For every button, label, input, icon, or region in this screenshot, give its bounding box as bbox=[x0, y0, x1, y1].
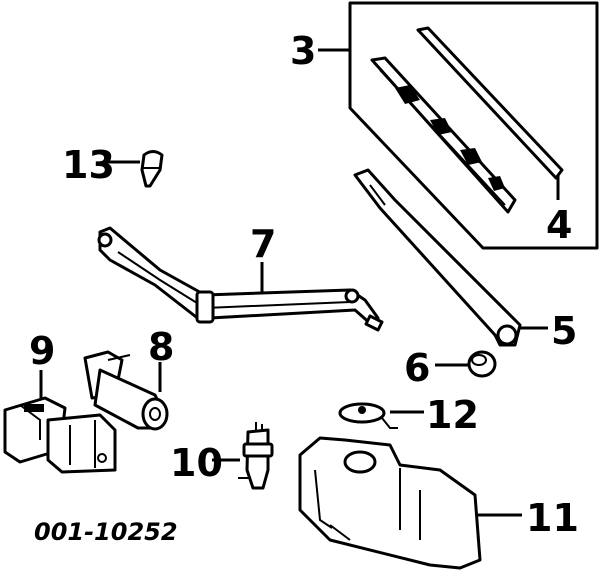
pivot-cap bbox=[467, 350, 497, 378]
wiper-arm bbox=[353, 168, 522, 347]
washer-reservoir bbox=[298, 436, 482, 570]
callout-12: 12 bbox=[426, 393, 479, 437]
wiper-linkage bbox=[97, 226, 384, 332]
callout-5: 5 bbox=[551, 309, 577, 353]
washer-pump-motor bbox=[83, 350, 169, 431]
reservoir-cap bbox=[338, 402, 398, 429]
wiper-motor bbox=[3, 396, 117, 474]
wiper-blade-box bbox=[348, 1, 599, 250]
callout-9: 9 bbox=[29, 329, 55, 373]
callout-13: 13 bbox=[62, 143, 115, 187]
callout-3: 3 bbox=[290, 29, 316, 73]
washer-nozzle bbox=[140, 150, 164, 188]
callout-8: 8 bbox=[148, 325, 174, 369]
callout-7: 7 bbox=[250, 222, 276, 266]
callout-10: 10 bbox=[170, 441, 223, 485]
callout-11: 11 bbox=[526, 496, 579, 540]
callout-6: 6 bbox=[404, 346, 430, 390]
callout-4: 4 bbox=[546, 203, 572, 247]
figure-reference-number: 001-10252 bbox=[34, 518, 178, 546]
washer-pump bbox=[238, 422, 274, 490]
